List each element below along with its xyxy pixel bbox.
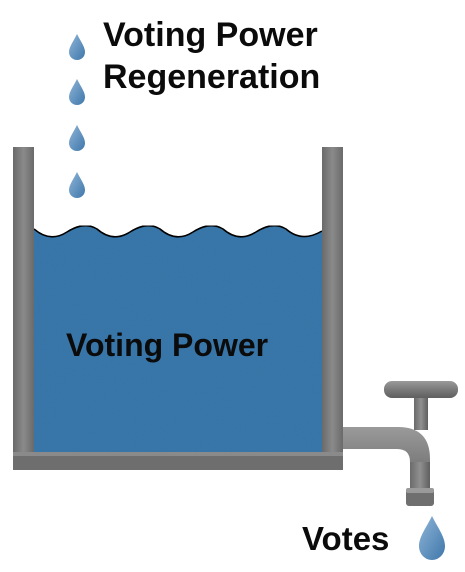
- water-drop-icon: [69, 34, 85, 60]
- faucet-icon: [343, 381, 458, 506]
- regeneration-title-line-1: Voting Power: [103, 16, 318, 54]
- water-drop-icon: [69, 172, 85, 198]
- falling-drops: [69, 34, 85, 198]
- output-drop-icon: [419, 516, 445, 560]
- tank-bottom: [13, 452, 343, 470]
- tank-right-wall: [322, 147, 343, 470]
- tank: [13, 147, 343, 470]
- tank-water: [33, 224, 323, 452]
- regeneration-title-line-2: Regeneration: [103, 58, 321, 96]
- tank-label: Voting Power: [66, 327, 269, 363]
- water-drop-icon: [69, 79, 85, 105]
- votes-label: Votes: [302, 520, 390, 557]
- faucet-handle: [384, 381, 458, 398]
- regeneration-title: Voting Power Regeneration: [103, 14, 320, 98]
- tank-left-wall: [13, 147, 34, 470]
- water-drop-icon: [69, 125, 85, 151]
